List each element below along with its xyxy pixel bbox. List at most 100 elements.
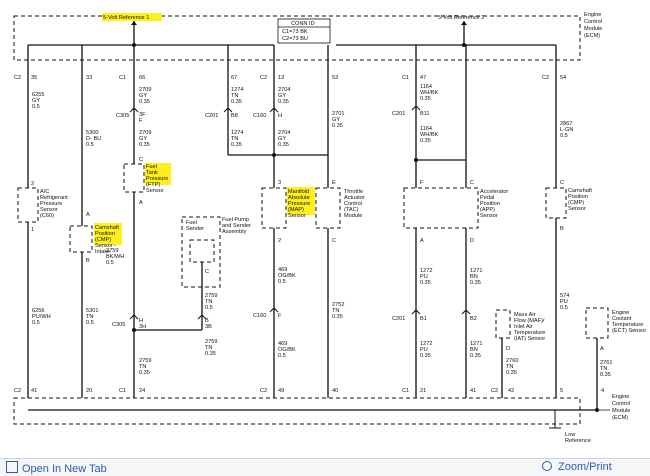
svg-text:0.35: 0.35	[278, 99, 289, 105]
svg-text:Sensor: Sensor	[480, 213, 498, 219]
svg-text:C: C	[139, 157, 143, 163]
svg-text:GY: GY	[139, 93, 147, 99]
wire-labels-upper: 6255 GY 0.5 5300 D- BU 0.5 2709 GY 0.35 …	[32, 84, 573, 148]
svg-text:C2: C2	[14, 75, 21, 81]
svg-text:Engine: Engine	[612, 394, 629, 400]
ref1-label: 5-Volt Reference 1	[102, 13, 162, 21]
svg-text:0.35: 0.35	[506, 370, 517, 376]
svg-text:PU/WH: PU/WH	[32, 314, 51, 320]
svg-text:2759: 2759	[205, 339, 217, 345]
svg-text:1271: 1271	[470, 341, 482, 347]
svg-text:A: A	[139, 200, 143, 206]
svg-text:0.35: 0.35	[600, 372, 611, 378]
svg-text:0.35: 0.35	[231, 142, 242, 148]
open-in-new-tab-link[interactable]: Open In New Tab	[6, 461, 107, 475]
svg-text:Manifold: Manifold	[288, 189, 309, 195]
svg-text:Flow (MAF)/: Flow (MAF)/	[514, 318, 545, 324]
cmp-intake-text: Camshaft Position (CMP) Sensor - Intake	[94, 223, 122, 255]
zoom-print-link[interactable]: Zoom/Print	[542, 461, 612, 473]
svg-text:Control: Control	[584, 19, 602, 25]
svg-text:C305: C305	[112, 322, 125, 328]
svg-text:0.35: 0.35	[139, 370, 150, 376]
svg-text:2759: 2759	[139, 358, 151, 364]
svg-text:H: H	[139, 318, 143, 324]
svg-text:40: 40	[332, 388, 338, 394]
svg-text:3H: 3H	[139, 324, 146, 330]
svg-text:0.35: 0.35	[420, 138, 431, 144]
svg-text:49: 49	[278, 388, 284, 394]
svg-text:3: 3	[278, 180, 281, 186]
svg-text:Accelerator: Accelerator	[480, 189, 508, 195]
svg-text:Absolute: Absolute	[288, 195, 310, 201]
svg-text:2701: 2701	[332, 111, 344, 117]
svg-text:B2: B2	[470, 316, 477, 322]
svg-text:C1: C1	[402, 388, 409, 394]
svg-text:Sensor: Sensor	[288, 213, 306, 219]
external-link-icon	[6, 461, 18, 473]
svg-text:53: 53	[332, 75, 338, 81]
svg-text:(MAP): (MAP)	[288, 207, 304, 213]
svg-text:0.35: 0.35	[278, 142, 289, 148]
svg-text:Module: Module	[584, 26, 602, 32]
svg-text:C1: C1	[119, 75, 126, 81]
svg-text:2759: 2759	[106, 248, 118, 254]
svg-text:(C60): (C60)	[40, 213, 54, 219]
svg-text:GY: GY	[139, 136, 147, 142]
svg-text:2704: 2704	[278, 87, 290, 93]
svg-text:CONN ID: CONN ID	[291, 21, 315, 27]
svg-text:E: E	[332, 180, 336, 186]
svg-text:Control: Control	[344, 201, 362, 207]
svg-text:41: 41	[470, 388, 476, 394]
svg-text:Reference: Reference	[565, 438, 591, 444]
svg-text:Module: Module	[344, 213, 362, 219]
ftp-sensor: C A Fuel Tank Pressure (FTP) Sensor	[123, 157, 171, 206]
svg-text:and Sender: and Sender	[222, 223, 251, 229]
svg-text:C2: C2	[491, 388, 498, 394]
svg-text:C: C	[560, 180, 564, 186]
svg-text:2761: 2761	[600, 360, 612, 366]
svg-text:PU: PU	[420, 347, 428, 353]
svg-text:(IAT) Sensor: (IAT) Sensor	[514, 336, 545, 342]
svg-text:TN: TN	[86, 314, 93, 320]
svg-text:(ECT) Sensor: (ECT) Sensor	[612, 328, 646, 334]
svg-text:4: 4	[601, 388, 604, 394]
svg-text:469: 469	[278, 267, 287, 273]
svg-text:Camshaft: Camshaft	[568, 188, 592, 194]
svg-text:2: 2	[278, 238, 281, 244]
svg-text:33: 33	[86, 75, 92, 81]
svg-text:GY: GY	[32, 98, 40, 104]
svg-text:D: D	[470, 238, 474, 244]
svg-text:Pressure: Pressure	[146, 176, 168, 182]
svg-text:3F: 3F	[139, 112, 146, 118]
svg-text:Low: Low	[565, 432, 576, 438]
svg-text:Fuel Pump: Fuel Pump	[222, 217, 249, 223]
svg-text:0.35: 0.35	[139, 142, 150, 148]
bottom-toolbar: Open In New Tab Zoom/Print	[0, 458, 650, 476]
svg-text:1272: 1272	[420, 268, 432, 274]
svg-text:(FTP): (FTP)	[146, 182, 160, 188]
svg-text:1164: 1164	[420, 126, 432, 132]
svg-text:0.5: 0.5	[278, 353, 286, 359]
svg-text:(ECM): (ECM)	[584, 33, 600, 39]
ref2-label: 5-Volt Reference 2	[438, 15, 484, 21]
svg-text:2709: 2709	[139, 87, 151, 93]
svg-text:B: B	[205, 318, 209, 324]
svg-text:5-Volt Reference 2: 5-Volt Reference 2	[438, 15, 484, 21]
svg-text:0.5: 0.5	[32, 320, 40, 326]
svg-text:BK/WH: BK/WH	[106, 254, 124, 260]
svg-text:(ECM): (ECM)	[612, 415, 628, 421]
svg-text:Refrigerant: Refrigerant	[40, 195, 68, 201]
svg-text:0.5: 0.5	[106, 260, 114, 266]
svg-text:0.35: 0.35	[139, 99, 150, 105]
svg-text:C160: C160	[253, 313, 266, 319]
svg-text:20: 20	[86, 388, 92, 394]
zoom-icon	[542, 461, 552, 471]
svg-text:TN: TN	[231, 136, 238, 142]
svg-text:B: B	[86, 258, 90, 264]
svg-text:A/C: A/C	[40, 189, 49, 195]
svg-text:0.35: 0.35	[332, 123, 343, 129]
svg-text:C2: C2	[260, 388, 267, 394]
svg-text:0.35: 0.35	[420, 280, 431, 286]
svg-text:OG/BK: OG/BK	[278, 347, 296, 353]
